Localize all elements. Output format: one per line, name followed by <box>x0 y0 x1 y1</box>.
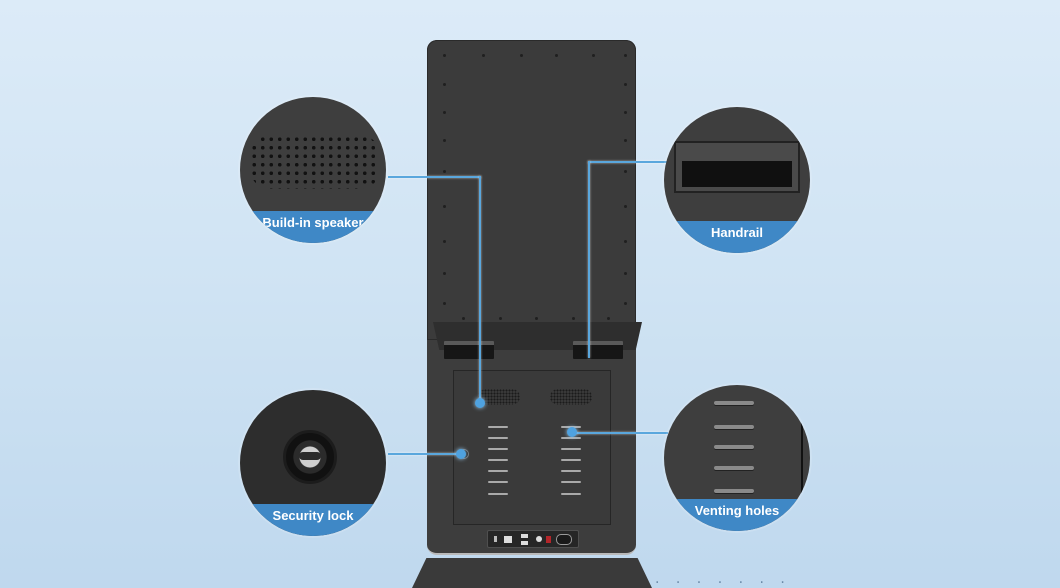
screw-icon <box>462 317 465 320</box>
connector-lock <box>388 453 461 455</box>
screw-icon <box>482 54 485 57</box>
callout-vents: Venting holes <box>664 385 810 531</box>
callout-label: Build-in speaker <box>240 211 386 243</box>
speaker-grille-left <box>478 389 520 405</box>
screw-icon <box>443 139 446 142</box>
usb-port-icon <box>521 534 528 538</box>
screw-icon <box>607 317 610 320</box>
screw-icon <box>624 83 627 86</box>
screw-icon <box>624 205 627 208</box>
ethernet-port-icon <box>504 536 512 543</box>
callout-label: Handrail <box>664 221 810 253</box>
screw-icon <box>443 302 446 305</box>
screw-icon <box>499 317 502 320</box>
handle-slot-right <box>573 341 623 359</box>
power-socket-icon <box>556 534 572 545</box>
screw-icon <box>443 170 446 173</box>
speaker-grille-icon <box>250 135 380 189</box>
callout-lock: Security lock <box>240 390 386 536</box>
screw-icon <box>572 317 575 320</box>
screw-icon <box>443 54 446 57</box>
screw-icon <box>624 272 627 275</box>
lock-marker-dot <box>456 449 466 459</box>
screw-icon <box>443 205 446 208</box>
callout-speaker: Build-in speaker <box>240 97 386 243</box>
screw-icon <box>624 170 627 173</box>
connector-vents <box>572 432 668 434</box>
screw-icon <box>624 240 627 243</box>
io-port-panel <box>487 530 579 548</box>
power-switch-icon <box>546 536 551 543</box>
switch-icon <box>494 536 497 542</box>
screw-icon <box>443 272 446 275</box>
audio-jack-icon <box>536 536 542 542</box>
screw-icon <box>592 54 595 57</box>
speaker-marker-dot <box>475 398 485 408</box>
screw-icon <box>535 317 538 320</box>
connector-speaker <box>388 176 481 178</box>
connector-handrail <box>588 161 668 163</box>
kiosk-base <box>412 558 652 588</box>
screw-icon <box>443 240 446 243</box>
speaker-grille-right <box>550 389 592 405</box>
kiosk-screen <box>427 40 636 340</box>
handle-icon <box>674 141 800 193</box>
screw-icon <box>624 111 627 114</box>
connector-handrail-vertical <box>588 161 590 358</box>
connector-speaker-vertical <box>479 176 481 402</box>
screw-icon <box>443 111 446 114</box>
vents-marker-dot <box>567 427 577 437</box>
screw-icon <box>624 54 627 57</box>
handle-slot-left <box>444 341 494 359</box>
callout-label: Security lock <box>240 504 386 536</box>
callout-label: Venting holes <box>664 499 810 531</box>
screw-icon <box>555 54 558 57</box>
screw-icon <box>624 139 627 142</box>
callout-handrail: Handrail <box>664 107 810 253</box>
usb-port-icon <box>521 541 528 545</box>
screw-icon <box>443 83 446 86</box>
screw-icon <box>520 54 523 57</box>
screw-icon <box>624 302 627 305</box>
watermark: · · · · · · · <box>655 575 791 588</box>
